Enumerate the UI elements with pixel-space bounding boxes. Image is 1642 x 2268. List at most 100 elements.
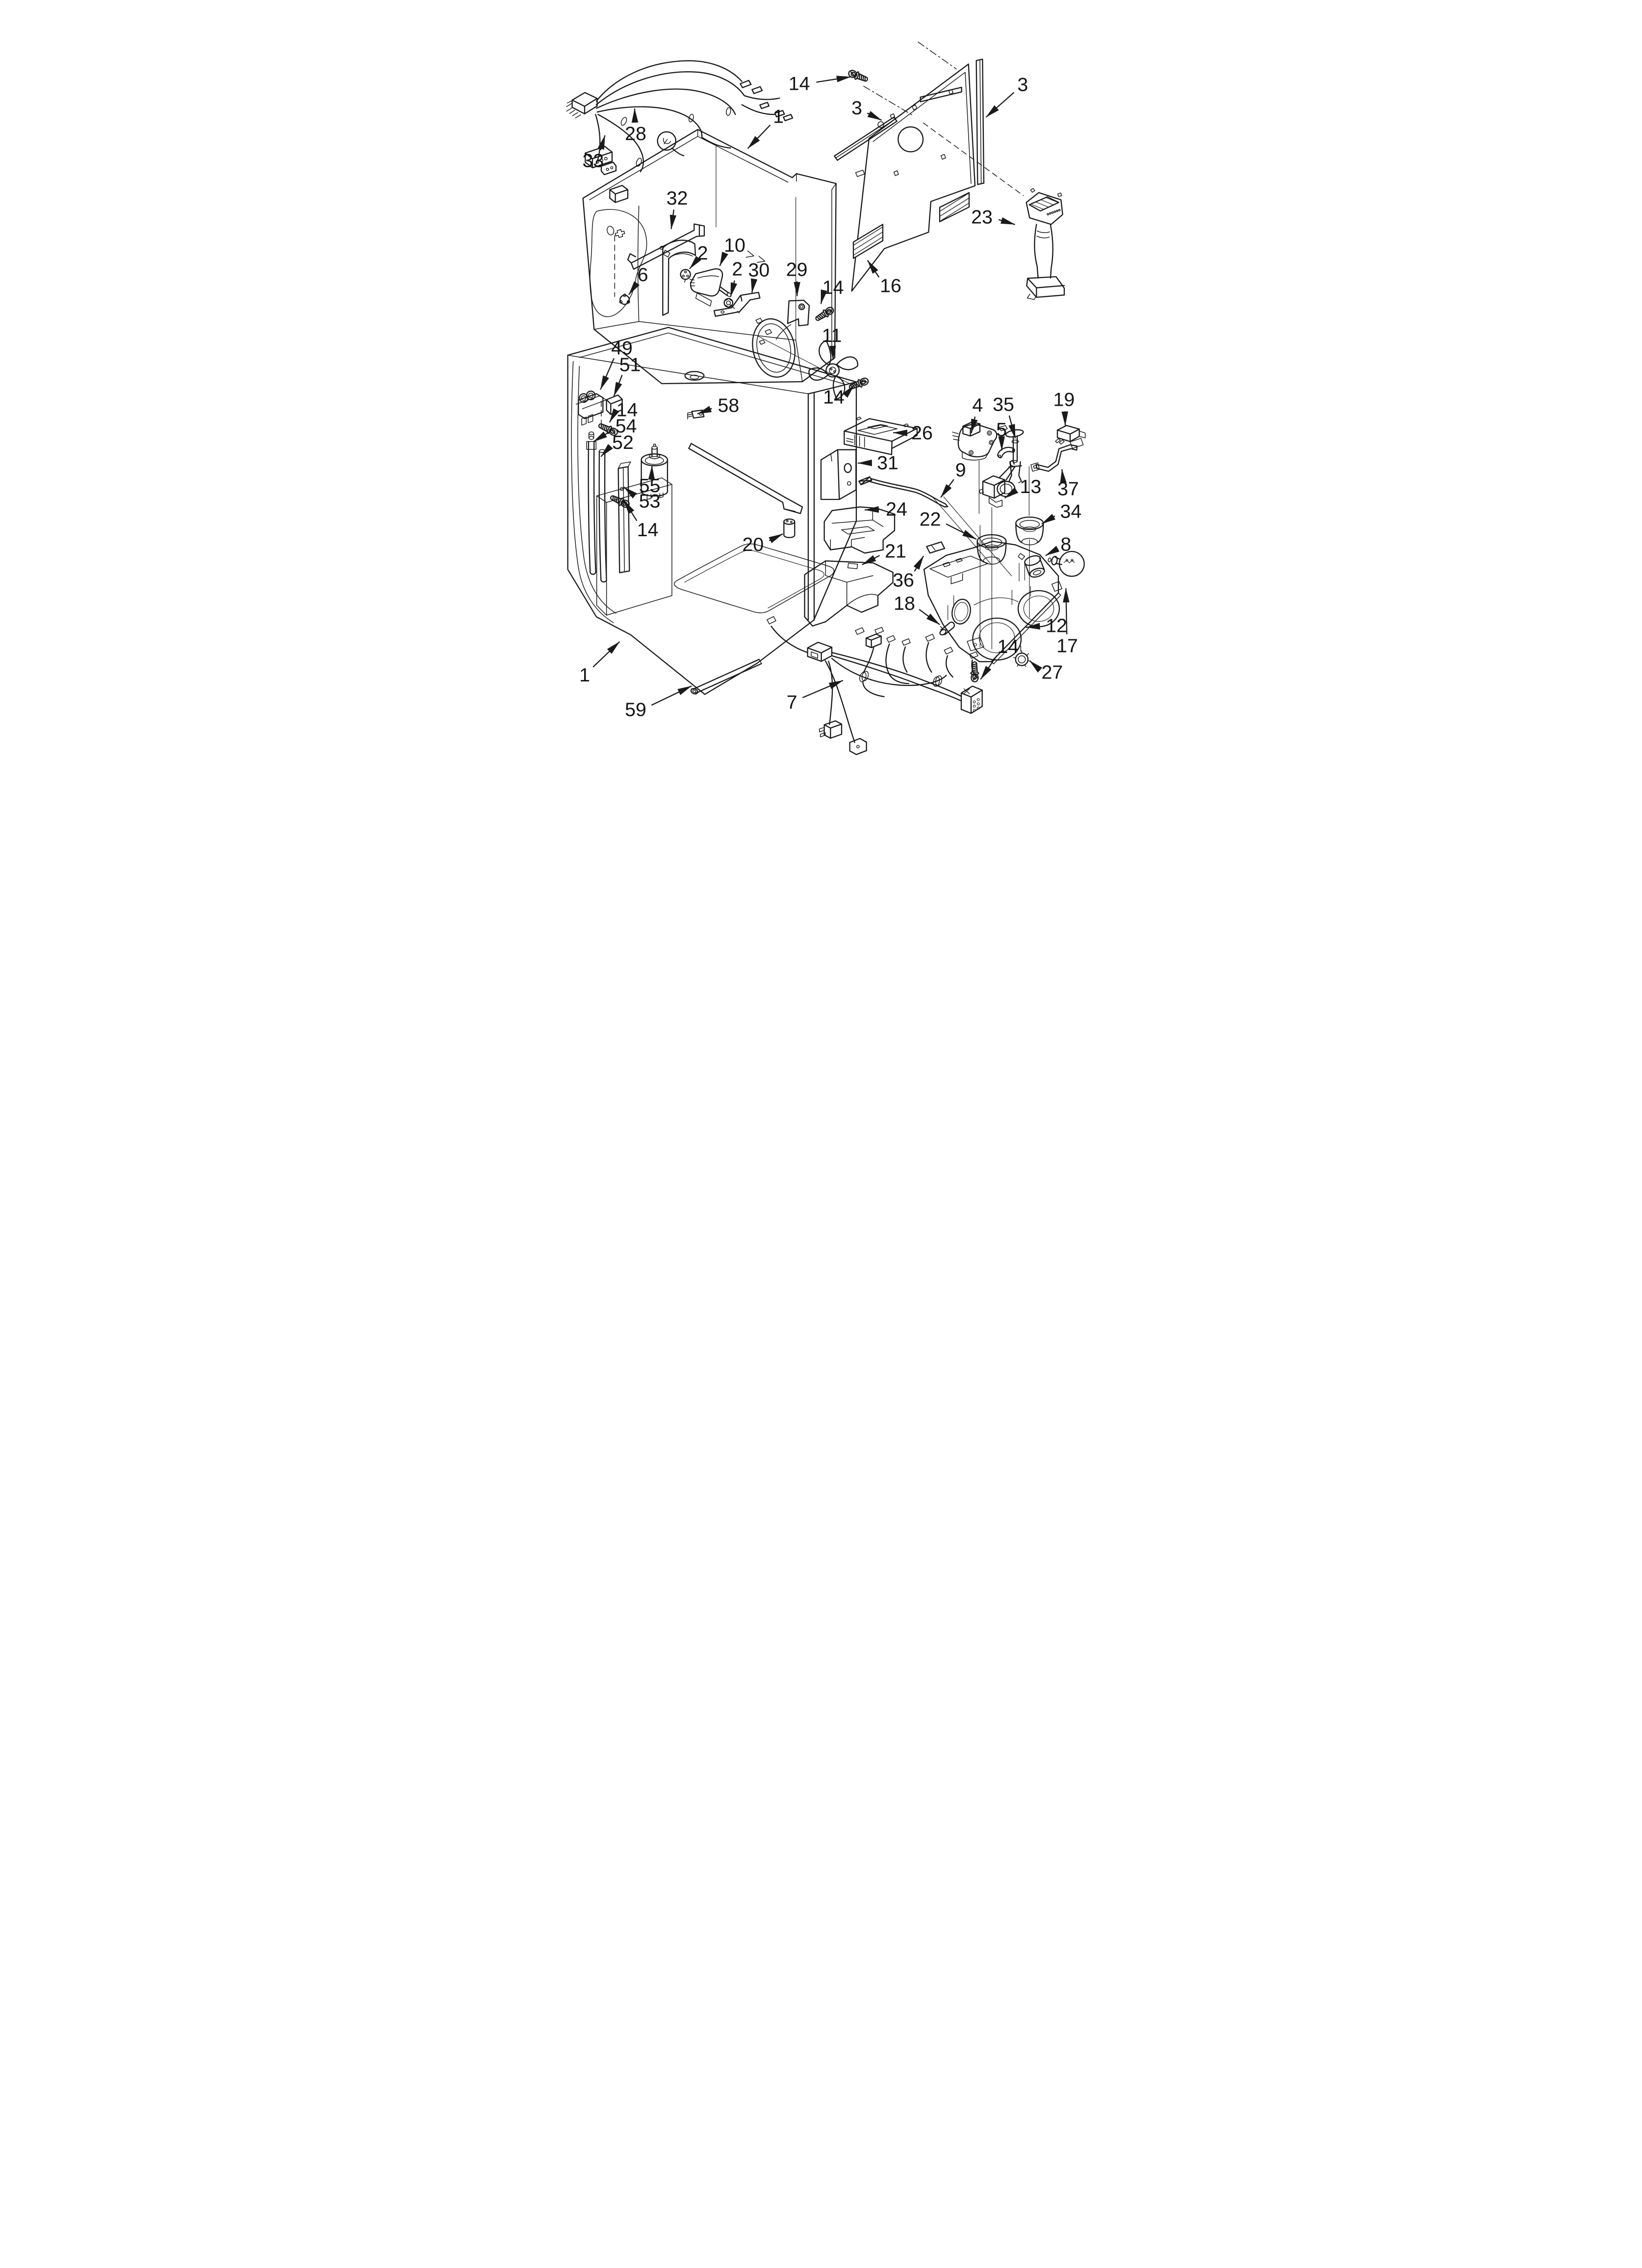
callout-number: 1 — [773, 106, 784, 128]
callout-number: 3 — [1017, 74, 1028, 96]
callout-2-9: 2 — [689, 242, 708, 269]
callout-number: 3 — [851, 97, 862, 119]
guide-line — [931, 495, 992, 565]
part-24-air-duct-upper — [823, 506, 896, 554]
callout-arrow — [986, 92, 1015, 118]
callout-26-28: 26 — [893, 422, 933, 444]
callout-number: 13 — [1020, 476, 1041, 497]
harness7-small-connector — [849, 738, 867, 756]
callout-35-37: 35 — [993, 394, 1016, 439]
guide-line — [757, 336, 852, 386]
callout-10-10: 10 — [719, 235, 745, 266]
part-32-bracket — [627, 223, 705, 270]
callout-37-41: 37 — [1057, 469, 1079, 500]
callout-49-18: 49 — [600, 337, 633, 390]
part-59-trim-tube — [690, 658, 762, 695]
callout-arrow — [750, 278, 758, 293]
callout-number: 31 — [877, 452, 898, 473]
callout-number: 32 — [667, 187, 688, 209]
callout-number: 58 — [718, 395, 739, 417]
part-10-evap-fan-motor — [689, 268, 732, 307]
callout-3-1: 3 — [851, 97, 882, 121]
part-33-wire-harness — [566, 60, 794, 203]
callout-number: 55 — [639, 475, 661, 496]
callout-19-39: 19 — [1053, 389, 1075, 426]
callout-number: 17 — [1056, 635, 1078, 657]
part-3-trim-strip-left — [834, 116, 898, 161]
callout-arrow — [651, 685, 692, 706]
callout-number: 7 — [787, 691, 797, 713]
callout-number: 24 — [886, 498, 907, 520]
harness-main-connector — [571, 92, 598, 115]
part-31-cover-plate — [820, 449, 857, 500]
part-16-back-panel — [851, 63, 976, 292]
callout-arrow — [946, 523, 977, 540]
callout-number: 2 — [697, 242, 708, 264]
callout-number: 12 — [1046, 615, 1067, 636]
callout-number: 51 — [619, 354, 641, 375]
part-4-defrost-timer — [952, 421, 998, 461]
callout-number: 49 — [611, 337, 633, 359]
callout-number: 5 — [996, 419, 1007, 441]
part-23-control-tower — [1026, 188, 1065, 300]
part-30-motor-bracket — [713, 291, 761, 317]
callout-arrow — [1060, 469, 1067, 484]
callout-number: 20 — [742, 534, 764, 555]
callout-29-13: 29 — [786, 259, 808, 297]
part-3-trim-strip-right — [975, 58, 985, 185]
callout-arrow — [623, 487, 637, 499]
tower-grille — [1028, 196, 1059, 212]
callout-12-44: 12 — [1026, 615, 1067, 636]
callout-arrow — [623, 500, 638, 521]
callout-arrow — [867, 111, 882, 121]
callout-arrow — [919, 609, 940, 625]
callout-36-34: 36 — [893, 555, 924, 591]
callout-arrow — [719, 252, 728, 266]
callout-arrow — [1004, 487, 1019, 498]
callout-number: 2 — [732, 259, 743, 280]
callout-52-22: 52 — [600, 432, 634, 457]
harness7-right-connector — [960, 685, 983, 714]
part-27-speed-nut — [1013, 650, 1031, 667]
floor-pan-recess — [674, 543, 835, 614]
callout-arrow — [592, 641, 620, 668]
callout-14-20: 14 — [609, 399, 638, 423]
callout-number: 30 — [748, 260, 770, 281]
part-58-clip — [687, 409, 705, 419]
callout-arrow — [730, 280, 738, 297]
callout-24-31: 24 — [864, 498, 907, 520]
callout-number: 14 — [616, 399, 638, 420]
callout-16-7: 16 — [867, 260, 901, 297]
callout-arrow — [842, 385, 855, 398]
part-18-spacer — [939, 622, 955, 636]
callout-arrow — [940, 479, 954, 498]
callout-17-45: 17 — [1056, 588, 1078, 657]
part-2-washer — [723, 298, 734, 308]
harness7-left-connector — [807, 642, 833, 662]
callout-number: 26 — [911, 422, 933, 444]
part-19-switch — [1055, 425, 1086, 445]
callout-28-4: 28 — [625, 108, 646, 145]
callout-arrow — [689, 256, 701, 269]
callout-34-42: 34 — [1041, 501, 1081, 524]
callout-arrow — [600, 443, 613, 457]
callout-11-16: 11 — [822, 325, 842, 361]
part-36-label — [926, 541, 946, 554]
callout-arrow — [600, 358, 615, 390]
callout-arrow — [820, 289, 827, 305]
callout-arrow — [597, 135, 606, 151]
chevron-mark — [745, 250, 754, 258]
guide-line — [730, 304, 740, 313]
guide-line — [863, 85, 913, 115]
callout-32-8: 32 — [667, 187, 688, 230]
callout-arrow — [802, 680, 844, 698]
callout-arrow — [769, 533, 783, 544]
callout-arrow — [1029, 660, 1043, 673]
callout-22-32: 22 — [920, 509, 977, 540]
callout-30-12: 30 — [748, 260, 770, 293]
callout-33-5: 33 — [582, 135, 606, 171]
callout-arrow — [593, 431, 611, 443]
part-49-water-valve — [575, 391, 607, 426]
